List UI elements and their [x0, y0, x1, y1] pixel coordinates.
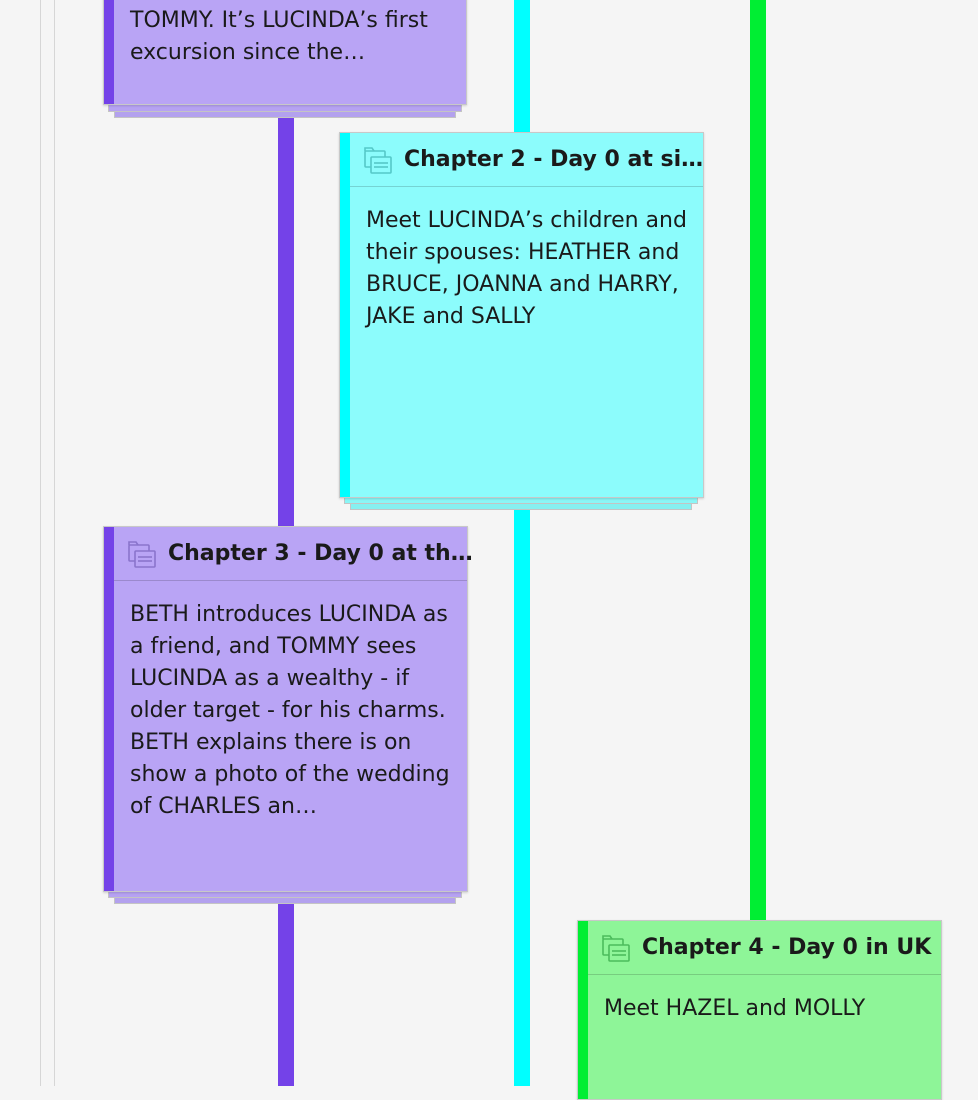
- card-color-strip: [104, 0, 114, 104]
- card-title-row: Chapter 2 - Day 0 at si…: [350, 133, 703, 187]
- chapter-card-4[interactable]: Chapter 4 - Day 0 in UK Meet HAZEL and M…: [577, 920, 942, 1100]
- canvas-left-border: [40, 0, 41, 1086]
- chapter-card-3[interactable]: Chapter 3 - Day 0 at th… BETH introduces…: [103, 526, 473, 892]
- chapter-folder-icon: [128, 540, 156, 568]
- card-synopsis: Meet LUCINDA’s children and their spouse…: [366, 208, 687, 329]
- card-title-row: Chapter 3 - Day 0 at th…: [114, 527, 473, 581]
- card-synopsis: Meet HAZEL and MOLLY: [604, 996, 866, 1021]
- card-synopsis: BETH introduces LUCINDA as a friend, and…: [130, 602, 450, 819]
- card-color-strip: [340, 133, 350, 497]
- card-color-strip: [104, 527, 114, 891]
- card-synopsis: TOMMY. It’s LUCINDA’s first excursion si…: [130, 8, 428, 65]
- card-title: Chapter 4 - Day 0 in UK: [642, 935, 932, 960]
- card-color-strip: [578, 921, 588, 1099]
- chapter-card-2[interactable]: Chapter 2 - Day 0 at si… Meet LUCINDA’s …: [339, 132, 704, 498]
- chapter-folder-icon: [602, 934, 630, 962]
- chapter-folder-icon: [364, 146, 392, 174]
- card-title: Chapter 3 - Day 0 at th…: [168, 541, 473, 566]
- scene-card-top[interactable]: TOMMY. It’s LUCINDA’s first excursion si…: [103, 0, 467, 105]
- card-title-row: Chapter 4 - Day 0 in UK: [588, 921, 941, 975]
- canvas-left-border-inner: [54, 0, 55, 1086]
- green-lane-line: [750, 0, 766, 925]
- card-title: Chapter 2 - Day 0 at si…: [404, 147, 704, 172]
